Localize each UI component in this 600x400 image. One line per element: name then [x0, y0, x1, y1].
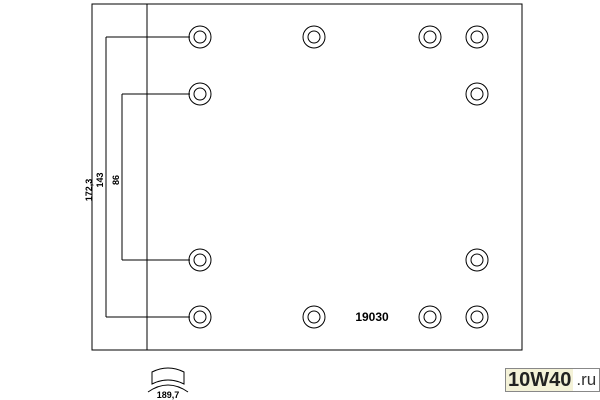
rivet-hole — [193, 30, 207, 44]
rivet-hole — [188, 305, 212, 329]
rivet-hole — [188, 248, 212, 272]
rivet-hole — [470, 30, 484, 44]
rivet-hole — [418, 25, 442, 49]
rivet-hole — [465, 248, 489, 272]
rivet-hole — [302, 25, 326, 49]
rivet-hole — [188, 82, 212, 106]
rivet-hole — [193, 310, 207, 324]
dim-total-height: 172,3 — [84, 179, 94, 202]
logo-suffix: .ru — [573, 369, 600, 391]
rivet-hole — [423, 30, 437, 44]
rivet-hole — [302, 305, 326, 329]
rivet-hole — [423, 310, 437, 324]
dim-inner-holes: 86 — [111, 175, 121, 185]
rivet-hole — [193, 87, 207, 101]
rivet-hole — [465, 305, 489, 329]
logo-main: 10W40 — [506, 369, 574, 391]
rivet-hole — [307, 30, 321, 44]
arc-dimension-icon — [147, 384, 189, 393]
rivet-hole — [470, 87, 484, 101]
rivet-hole — [193, 253, 207, 267]
rivet-hole — [470, 310, 484, 324]
dim-arc-length: 189,7 — [157, 390, 180, 400]
part-number: 19030 — [355, 310, 389, 324]
rivet-hole — [418, 305, 442, 329]
dim-outer-holes: 143 — [95, 172, 105, 187]
rivet-hole — [465, 82, 489, 106]
rivet-hole — [307, 310, 321, 324]
rivet-hole — [470, 253, 484, 267]
arc-symbol — [151, 367, 185, 385]
lining-outline — [91, 3, 523, 351]
rivet-hole — [465, 25, 489, 49]
site-logo[interactable]: 10W40 .ru — [505, 368, 600, 392]
rivet-hole — [188, 25, 212, 49]
